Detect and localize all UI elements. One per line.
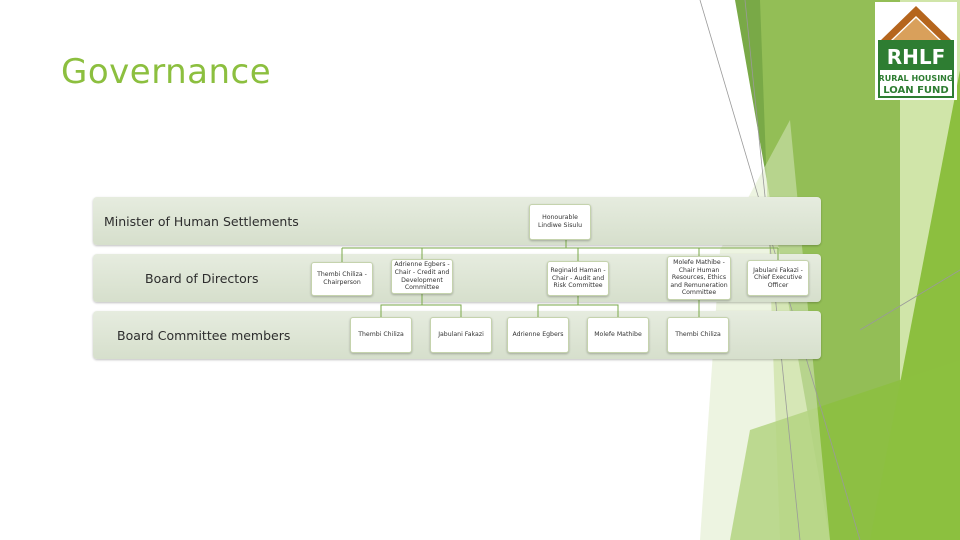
logo-line-2: LOAN FUND: [883, 85, 948, 96]
logo-line-1: RURAL HOUSING: [879, 74, 954, 83]
node-member-1: Thembi Chiliza: [350, 317, 412, 353]
node-adrienne-chair: Adrienne Egbers - Chair - Credit and Dev…: [391, 259, 453, 294]
rhlf-logo: RHLF RURAL HOUSING LOAN FUND: [875, 2, 957, 100]
connector-reginald-members: [537, 296, 619, 317]
logo-abbr: RHLF: [887, 45, 946, 69]
slide-title: Governance: [61, 52, 272, 92]
band-label-committee-members: Board Committee members: [117, 328, 291, 343]
connector-adrienne-members: [380, 294, 462, 317]
node-member-4: Molefe Mathibe: [587, 317, 649, 353]
node-member-2: Jabulani Fakazi: [430, 317, 492, 353]
node-reginald-chair: Reginald Haman - Chair - Audit and Risk …: [547, 261, 609, 296]
band-minister: Minister of Human Settlements: [93, 197, 821, 245]
deco-line-3: [859, 269, 960, 331]
node-molefe-chair: Molefe Mathibe - Chair Human Resources, …: [667, 256, 731, 300]
band-label-minister: Minister of Human Settlements: [104, 214, 299, 229]
node-member-3: Adrienne Egbers: [507, 317, 569, 353]
house-roof-icon: [881, 6, 951, 40]
node-minister: Honourable Lindiwe Sisulu: [529, 204, 591, 240]
band-label-board-directors: Board of Directors: [145, 271, 259, 286]
node-ceo: Jabulani Fakazi - Chief Executive Office…: [747, 260, 809, 296]
node-member-5: Thembi Chiliza: [667, 317, 729, 353]
node-chairperson: Thembi Chiliza - Chairperson: [311, 262, 373, 296]
